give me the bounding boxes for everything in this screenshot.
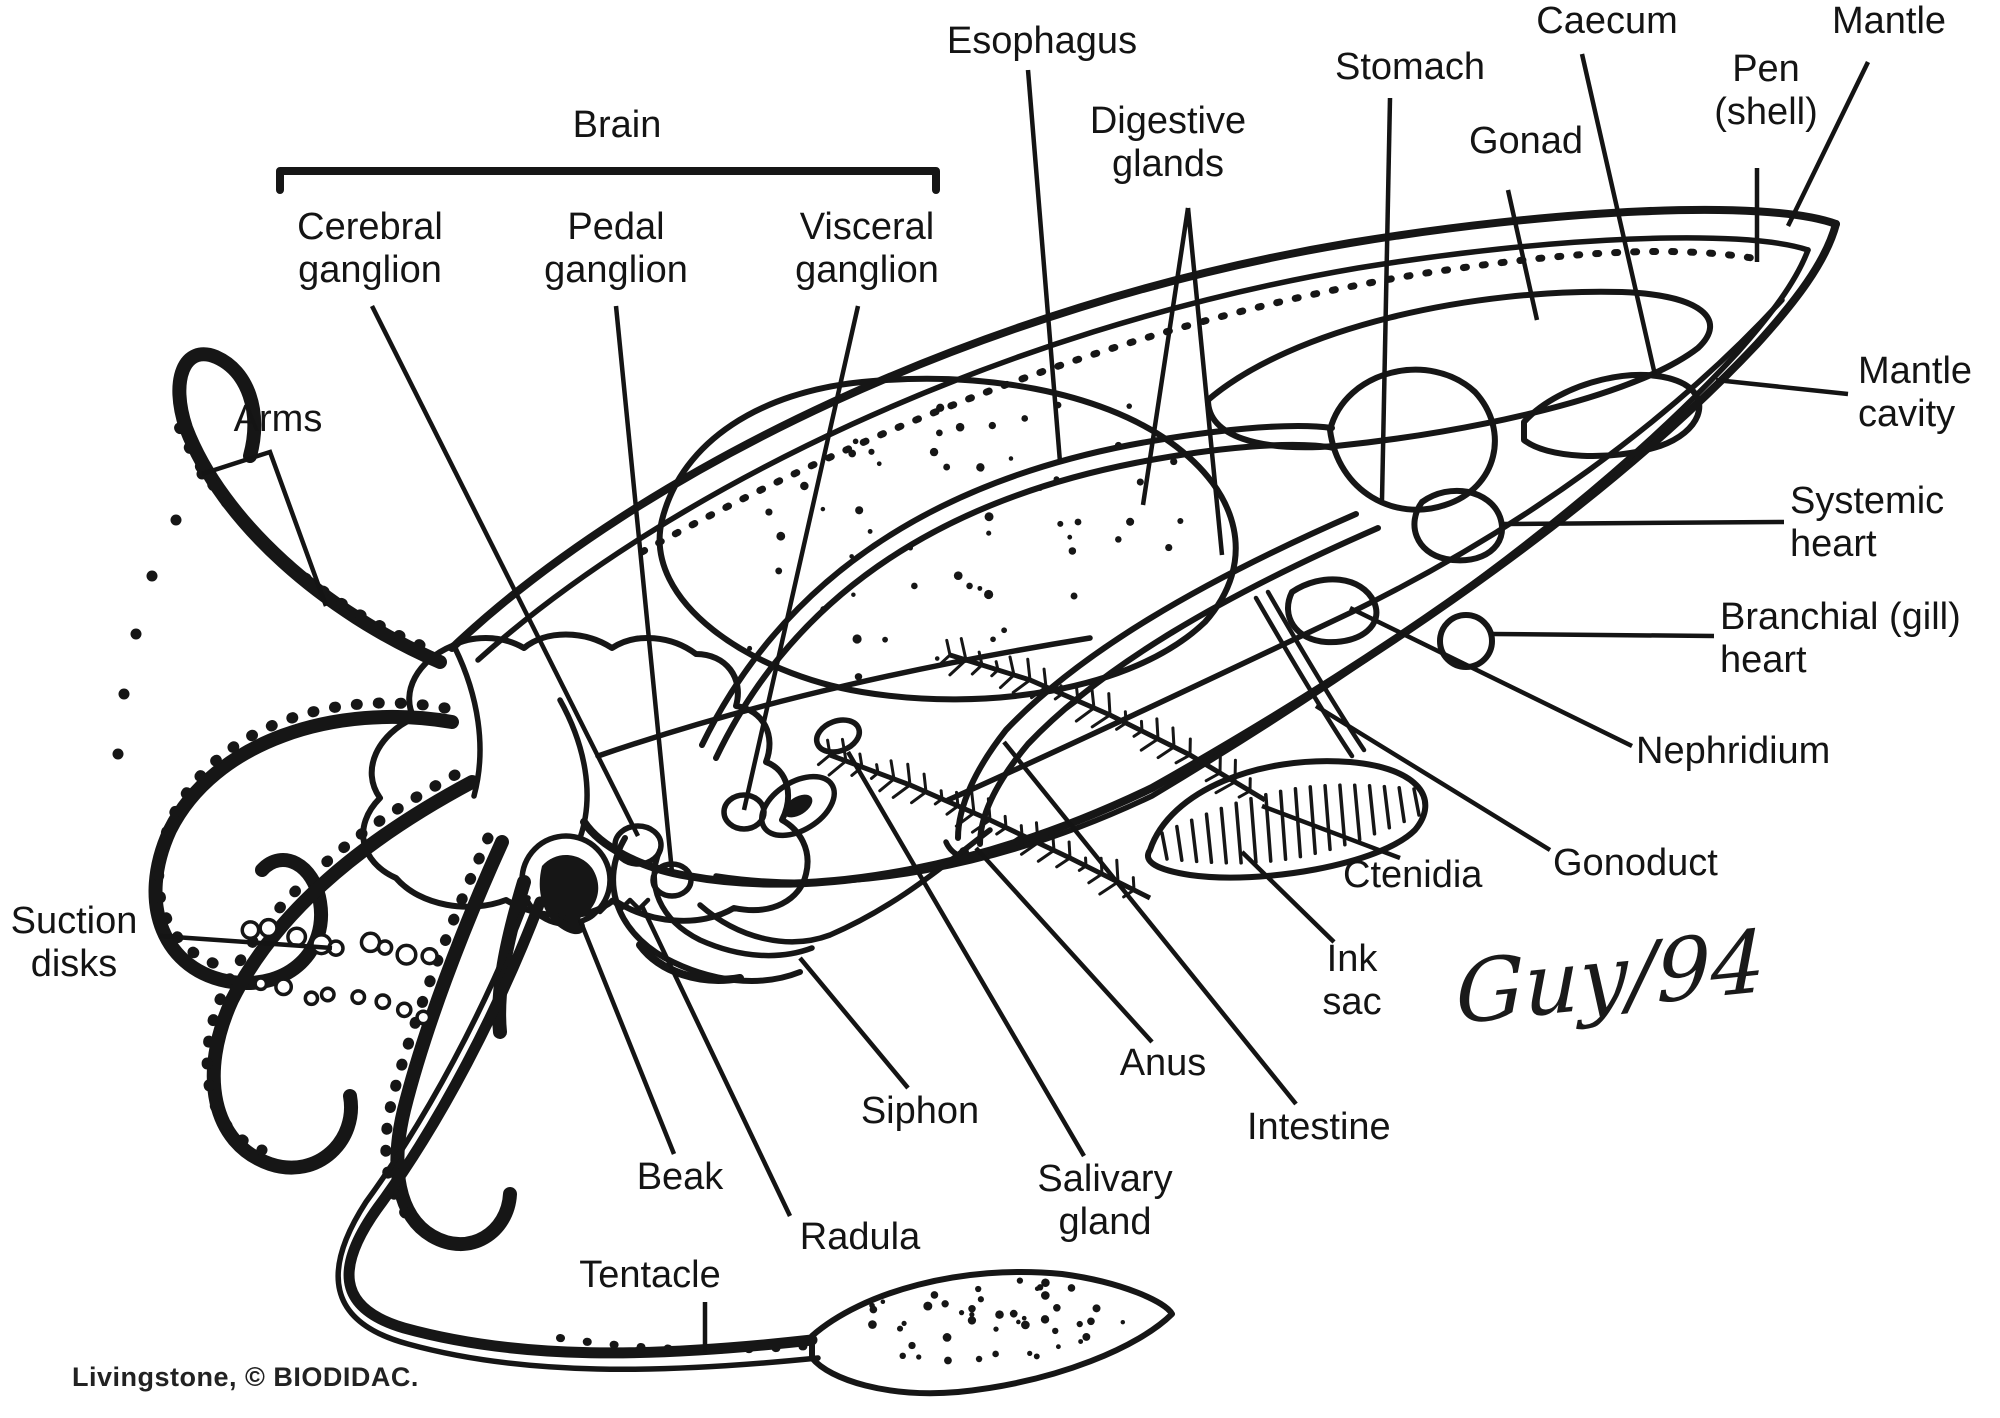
label-siphon: Siphon (860, 1090, 980, 1132)
leader-siphon (798, 956, 910, 1090)
siphon-funnel-inner (651, 847, 815, 959)
radula-shape (597, 897, 651, 915)
caecum-shape (1521, 371, 1703, 459)
leader-ctenidia (1261, 803, 1401, 861)
gonoduct-tube-1 (1253, 595, 1355, 759)
collar-line-1 (557, 697, 590, 841)
label-brain: Brain (572, 104, 662, 146)
stomach-shape (1327, 366, 1498, 513)
leader-gonoduct (1314, 704, 1552, 852)
eye-shape (759, 773, 837, 839)
leader-radula (639, 905, 793, 1217)
arm-3-suckers (201, 769, 461, 1156)
arm-4-suckers (380, 832, 494, 1232)
leader-salivary-gland (846, 750, 1086, 1158)
label-cerebral-ganglion: Cerebral ganglion (297, 206, 443, 291)
esophagus-tube-1 (699, 423, 1335, 748)
ctenidia-gill-texture (816, 637, 1267, 901)
intestine-tube-1 (955, 511, 1359, 841)
leader-nephridium (1349, 605, 1633, 749)
label-gonoduct: Gonoduct (1553, 842, 1718, 884)
label-digestive-glands: Digestive glands (1089, 100, 1247, 185)
label-mantle: Mantle (1831, 0, 1947, 42)
siphon-duct (697, 827, 993, 945)
tentacle-suckers (556, 1334, 824, 1354)
leader-mantle-cavity (1715, 377, 1849, 397)
arm-5 (492, 875, 531, 1039)
leader-gonad (1505, 189, 1540, 321)
label-visceral-ganglion: Visceral ganglion (795, 206, 939, 291)
label-systemic-heart: Systemic heart (1790, 480, 1945, 565)
label-pedal-ganglion: Pedal ganglion (544, 206, 688, 291)
nephridium-shape (1285, 576, 1380, 646)
attribution-text: Livingstone, © BIODIDAC. (72, 1362, 419, 1392)
beak-shape (539, 854, 599, 935)
leader-arms (201, 449, 329, 607)
pen-dashed-line (638, 248, 1756, 556)
eye-pupil (783, 794, 813, 818)
label-intestine: Intestine (1247, 1106, 1391, 1148)
label-beak: Beak (636, 1156, 724, 1198)
leader-visceral-ganglion (741, 305, 861, 811)
leader-ink-sac (1240, 850, 1336, 944)
label-caecum: Caecum (1536, 0, 1678, 42)
leader-lines (159, 53, 1871, 1352)
leader-digestive-glands-1 (1140, 207, 1191, 506)
label-nephridium: Nephridium (1636, 730, 1831, 772)
leader-systemic-heart (1499, 519, 1785, 527)
mantle-inner-ventral (713, 247, 1811, 885)
leader-mantle (1785, 61, 1871, 227)
systemic-heart-shape (1411, 487, 1505, 564)
leader-anus (974, 846, 1154, 1044)
gonoduct-tube-2 (1265, 589, 1367, 753)
label-esophagus: Esophagus (946, 20, 1138, 62)
tentacle-club-shape (809, 1269, 1175, 1397)
leader-cerebral-ganglion (369, 304, 641, 838)
salivary-gland-shape (813, 717, 863, 755)
ink-sac-shape (1145, 758, 1429, 881)
leader-pedal-ganglion (613, 305, 675, 873)
label-ink-sac: Ink sac (1322, 938, 1382, 1023)
branchial-heart-shape (1437, 612, 1495, 670)
label-pen-shell: Pen (shell) (1714, 48, 1818, 133)
label-anus: Anus (1119, 1042, 1207, 1084)
head-outline (360, 631, 811, 924)
organs-group (656, 288, 1713, 881)
brain-bracket (276, 167, 940, 194)
gonad-shape (1205, 288, 1713, 451)
siphon-opening (636, 941, 744, 984)
label-branchial-heart: Branchial (gill) heart (1720, 596, 1961, 681)
label-salivary-gland: Salivary gland (1037, 1158, 1173, 1243)
label-tentacle: Tentacle (579, 1254, 721, 1296)
label-mantle-cavity: Mantle cavity (1858, 350, 1973, 435)
anus-opening (943, 839, 987, 862)
leader-beak (577, 919, 677, 1155)
label-radula: Radula (799, 1216, 921, 1258)
arm-3 (206, 775, 479, 1175)
tentacle-lower-edge (335, 895, 821, 1373)
tentacle-upper-edge (343, 896, 818, 1359)
leader-intestine (1002, 740, 1298, 1106)
leader-digestive-glands-2 (1185, 207, 1225, 556)
label-suction-disks: Suction disks (10, 900, 138, 985)
leader-esophagus (1025, 69, 1063, 463)
label-ctenidia: Ctenidia (1343, 854, 1483, 896)
label-stomach: Stomach (1335, 46, 1485, 88)
leader-suction-disks (159, 933, 333, 951)
mantle-cavity-wall (945, 297, 1785, 803)
leader-branchial-heart (1491, 631, 1715, 639)
leader-caecum (1579, 53, 1658, 376)
mantle-outer-top (448, 205, 1840, 652)
cerebral-ganglion-shape (612, 823, 664, 867)
label-arms: Arms (233, 398, 323, 440)
leader-stomach (1379, 97, 1393, 501)
arm-1-suckers (172, 418, 426, 651)
label-gonad: Gonad (1468, 120, 1584, 162)
